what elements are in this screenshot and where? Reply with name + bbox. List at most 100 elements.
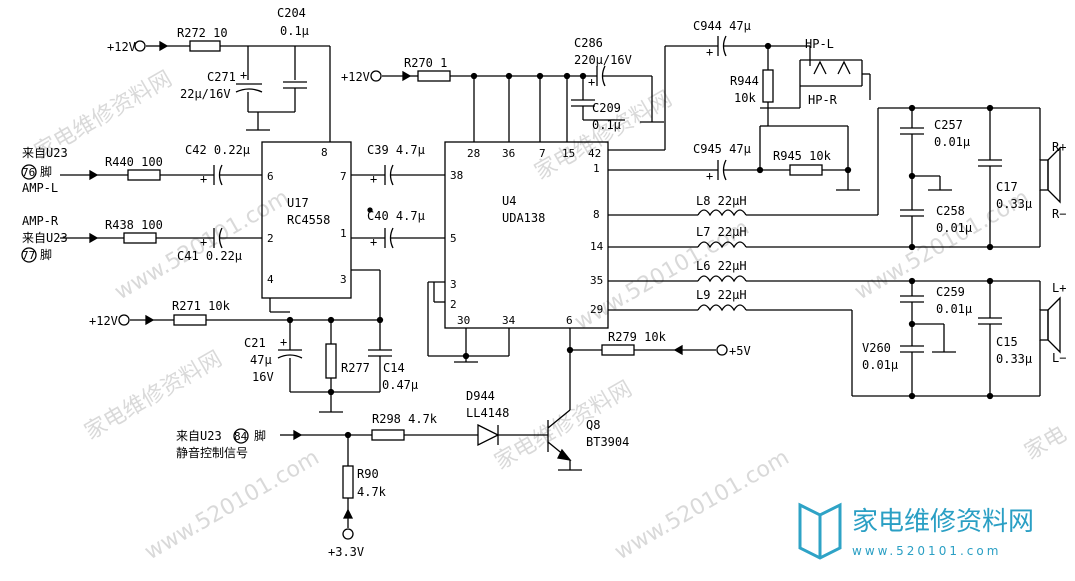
label-r440: R440 100 bbox=[105, 155, 163, 169]
label-r-minus: R− bbox=[1052, 207, 1066, 221]
u4-label: U4 bbox=[502, 194, 516, 208]
svg-text:6: 6 bbox=[267, 170, 274, 183]
label-c15-val: 0.33μ bbox=[996, 352, 1032, 366]
u4-ground bbox=[427, 281, 510, 363]
label-from-u23-84: 来自U23 bbox=[176, 429, 222, 443]
label-q8: Q8 bbox=[586, 418, 600, 432]
label-c21: C21 bbox=[244, 336, 266, 350]
label-c14: C14 bbox=[383, 361, 405, 375]
label-c14-val: 0.47μ bbox=[382, 378, 418, 392]
label-c42: C42 0.22μ bbox=[185, 143, 250, 157]
label-amp-r: AMP-R bbox=[22, 214, 59, 228]
label-d944: D944 bbox=[466, 389, 495, 403]
label-c41: C41 0.22μ bbox=[177, 249, 242, 263]
input-amp-l bbox=[60, 164, 262, 186]
label-l-minus: L− bbox=[1052, 351, 1066, 365]
svg-text:77: 77 bbox=[22, 249, 35, 262]
svg-text:30: 30 bbox=[457, 314, 470, 327]
logo-title: 家电维修资料网 bbox=[852, 507, 1034, 537]
label-r279: R279 10k bbox=[608, 330, 667, 344]
label-r944-val: 10k bbox=[734, 91, 756, 105]
label-l-plus: L+ bbox=[1052, 281, 1066, 295]
label-r90-val: 4.7k bbox=[357, 485, 387, 499]
svg-text:+: + bbox=[588, 75, 595, 89]
input-amp-r bbox=[60, 227, 262, 249]
u4-part: UDA138 bbox=[502, 211, 545, 225]
label-c17-val: 0.33μ bbox=[996, 197, 1032, 211]
label-c257: C257 bbox=[934, 118, 963, 132]
label-c258-val: 0.01μ bbox=[936, 221, 972, 235]
label-c286-val: 220μ/16V bbox=[574, 53, 632, 67]
label-c257-val: 0.01μ bbox=[934, 135, 970, 149]
label-r270: R270 1 bbox=[404, 56, 447, 70]
label-l7: L7 22μH bbox=[696, 225, 747, 239]
svg-text:34: 34 bbox=[502, 314, 516, 327]
rail-12v-left: +12V bbox=[89, 314, 118, 328]
label-c209-val: 0.1μ bbox=[592, 118, 621, 132]
svg-text:6: 6 bbox=[566, 314, 573, 327]
u17-supply bbox=[118, 269, 392, 413]
label-c40: C40 4.7μ bbox=[367, 209, 425, 223]
rail-3v3: +3.3V bbox=[328, 545, 364, 559]
svg-text:29: 29 bbox=[590, 303, 603, 316]
label-v260-val: 0.01μ bbox=[862, 358, 898, 372]
label-hp-r: HP-R bbox=[808, 93, 838, 107]
label-c21-v2: 16V bbox=[252, 370, 274, 384]
label-c39: C39 4.7μ bbox=[367, 143, 425, 157]
svg-text:7: 7 bbox=[340, 170, 347, 183]
u17-label: U17 bbox=[287, 196, 309, 210]
svg-text:+: + bbox=[240, 68, 247, 82]
label-amp-l: AMP-L bbox=[22, 181, 58, 195]
label-r944: R944 bbox=[730, 74, 759, 88]
watermarks: 家电维修资料网 www.520101.com 家电维修资料网 www.52010… bbox=[31, 67, 1072, 566]
svg-text:脚: 脚 bbox=[254, 428, 266, 443]
label-c17: C17 bbox=[996, 180, 1018, 194]
label-v260: V260 bbox=[862, 341, 891, 355]
logo-url: www.520101.com bbox=[852, 544, 1001, 558]
label-r277: R277 bbox=[341, 361, 370, 375]
svg-text:76: 76 bbox=[22, 166, 35, 179]
svg-text:28: 28 bbox=[467, 147, 480, 160]
svg-text:36: 36 bbox=[502, 147, 515, 160]
ic-u4 bbox=[444, 141, 609, 329]
svg-text:5: 5 bbox=[450, 232, 457, 245]
watermark-site: www.520101.com bbox=[141, 445, 324, 565]
label-r90: R90 bbox=[357, 467, 379, 481]
svg-text:14: 14 bbox=[590, 240, 604, 253]
svg-text:+: + bbox=[200, 172, 207, 186]
rail-12v-top: +12V bbox=[107, 40, 136, 54]
label-c209: C209 bbox=[592, 101, 621, 115]
label-r271: R271 10k bbox=[172, 299, 231, 313]
label-hp-l: HP-L bbox=[805, 37, 834, 51]
label-l8: L8 22μH bbox=[696, 194, 747, 208]
label-from-u23-77: 来自U23 bbox=[22, 231, 68, 245]
svg-text:4: 4 bbox=[267, 273, 274, 286]
svg-text:2: 2 bbox=[267, 232, 274, 245]
label-c21-v1: 47μ bbox=[250, 353, 272, 367]
output-filters bbox=[608, 104, 1061, 400]
mute-circuit bbox=[280, 328, 728, 540]
watermark-site: www.520101.com bbox=[611, 445, 794, 565]
label-mute: 静音控制信号 bbox=[176, 445, 248, 460]
watermark-cn-short: 家电 bbox=[1021, 422, 1072, 466]
u17-to-u4 bbox=[351, 164, 445, 249]
label-d944-part: LL4148 bbox=[466, 406, 509, 420]
svg-text:8: 8 bbox=[593, 208, 600, 221]
label-l6: L6 22μH bbox=[696, 259, 747, 273]
label-c204: C204 bbox=[277, 6, 306, 20]
rail-5v: +5V bbox=[729, 344, 751, 358]
label-r945: R945 10k bbox=[773, 149, 832, 163]
svg-text:7: 7 bbox=[539, 147, 546, 160]
label-c945: C945 47μ bbox=[693, 142, 751, 156]
site-logo bbox=[798, 502, 842, 560]
svg-text:3: 3 bbox=[450, 278, 457, 291]
svg-text:42: 42 bbox=[588, 147, 601, 160]
svg-text:+: + bbox=[370, 235, 377, 249]
supply-left bbox=[134, 40, 331, 142]
label-c15: C15 bbox=[996, 335, 1018, 349]
ic-u17 bbox=[261, 141, 352, 299]
label-r438: R438 100 bbox=[105, 218, 163, 232]
svg-text:3: 3 bbox=[340, 273, 347, 286]
